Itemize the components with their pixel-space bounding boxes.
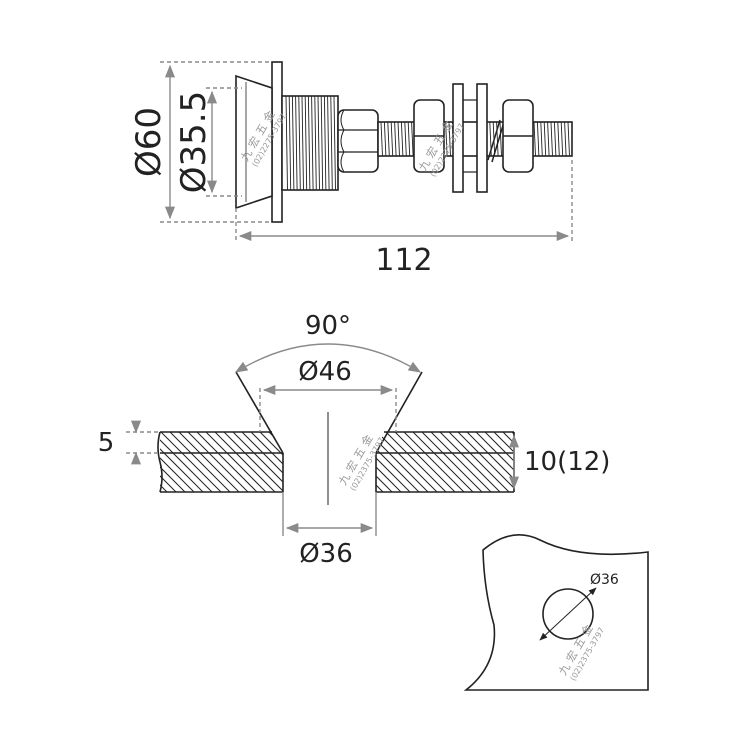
hole-dim-leader — [539, 587, 597, 641]
hex-nut-left — [337, 109, 379, 173]
plate-hole-diameter: Ø36 — [590, 572, 619, 588]
plate-view: Ø36 九宏五金 (02)2375-3797 — [463, 534, 649, 691]
dim-outer-diameter: Ø60 — [129, 107, 169, 177]
dimension-lines-top — [160, 61, 573, 242]
hex-nut-right — [502, 99, 534, 173]
section-outline — [157, 371, 515, 505]
dim-inner-diameter: Ø35.5 — [174, 91, 214, 193]
dim-length: 112 — [375, 243, 432, 278]
dim-top-diameter: Ø46 — [298, 357, 352, 387]
countersink-section-view: 90° Ø46 Ø36 5 10(12) 九宏五金 (02)2375-3797 — [98, 311, 611, 569]
dim-bottom-diameter: Ø36 — [299, 539, 353, 569]
dim-recess-depth: 5 — [98, 428, 115, 458]
fitting-side-view: Ø60 Ø35.5 112 九宏五金 (02)2275-3797 九宏五金 (0… — [129, 61, 573, 278]
angle-arc — [234, 343, 422, 373]
spring-washer — [487, 119, 505, 163]
hatch-right — [376, 432, 514, 492]
plate-outline — [463, 534, 649, 691]
dimension-lines-section — [126, 384, 520, 536]
cone-head — [235, 74, 273, 210]
hex-nut-middle — [413, 99, 445, 173]
threaded-rod — [377, 121, 573, 157]
washer-plates — [452, 83, 488, 193]
dim-angle: 90° — [305, 311, 351, 341]
large-thread — [281, 95, 339, 191]
dim-thickness: 10(12) — [524, 447, 610, 477]
